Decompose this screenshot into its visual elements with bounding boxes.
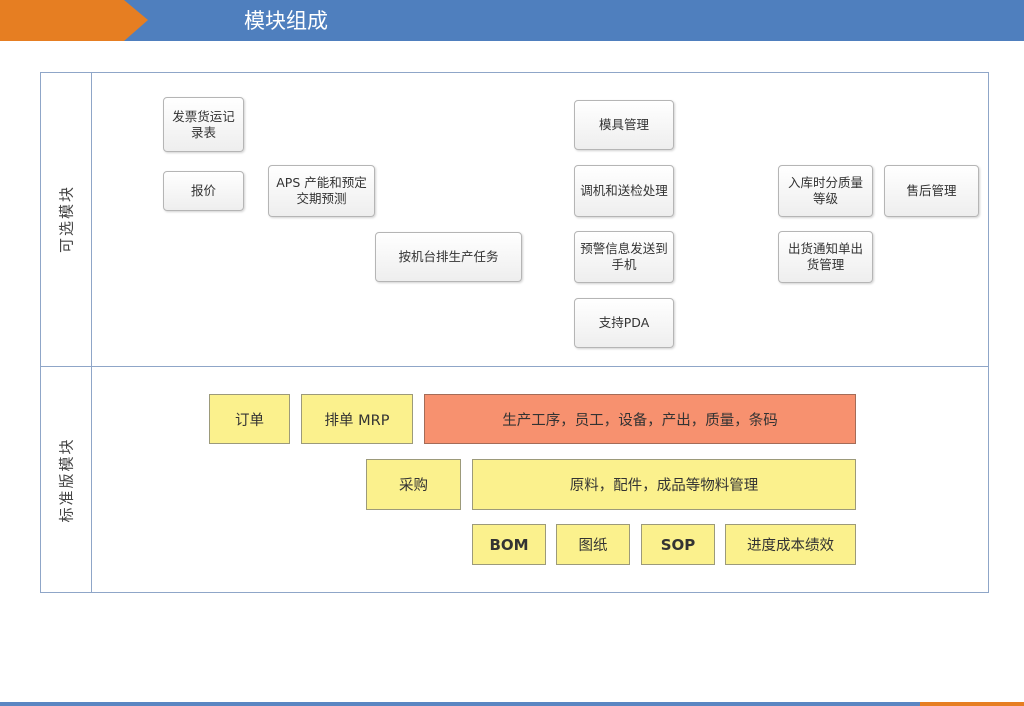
module-after-sales: 售后管理 — [884, 165, 979, 217]
module-pda: 支持PDA — [574, 298, 674, 348]
page-title: 模块组成 — [244, 9, 328, 33]
module-drawings: 图纸 — [556, 524, 630, 565]
module-inbound-quality: 入库时分质量等级 — [778, 165, 873, 217]
module-machine-schedule: 按机台排生产任务 — [375, 232, 522, 282]
module-mold: 模具管理 — [574, 100, 674, 150]
module-shipping: 出货通知单出货管理 — [778, 231, 873, 283]
module-bom: BOM — [472, 524, 546, 565]
module-alert: 预警信息发送到手机 — [574, 231, 674, 283]
module-sop: SOP — [641, 524, 715, 565]
diagram-frame — [40, 72, 989, 593]
standard-section-label: 标准版模块 — [57, 437, 76, 523]
module-order: 订单 — [209, 394, 290, 444]
module-mrp: 排单 MRP — [301, 394, 413, 444]
module-purchase: 采购 — [366, 459, 461, 510]
module-production: 生产工序，员工，设备，产出，质量，条码 — [424, 394, 856, 444]
footer-accent — [920, 702, 1024, 706]
section-divider — [40, 366, 989, 367]
label-column-divider — [91, 72, 92, 593]
module-aps: APS 产能和预定交期预测 — [268, 165, 375, 217]
optional-section-label: 可选模块 — [57, 184, 76, 254]
header-bar — [0, 0, 1024, 41]
module-materials: 原料，配件，成品等物料管理 — [472, 459, 856, 510]
footer-bar — [0, 702, 1024, 706]
module-invoice: 发票货运记录表 — [163, 97, 244, 152]
module-quote: 报价 — [163, 171, 244, 211]
module-progress: 进度成本绩效 — [725, 524, 856, 565]
header-arrow-accent — [0, 0, 148, 41]
module-adjust: 调机和送检处理 — [574, 165, 674, 217]
